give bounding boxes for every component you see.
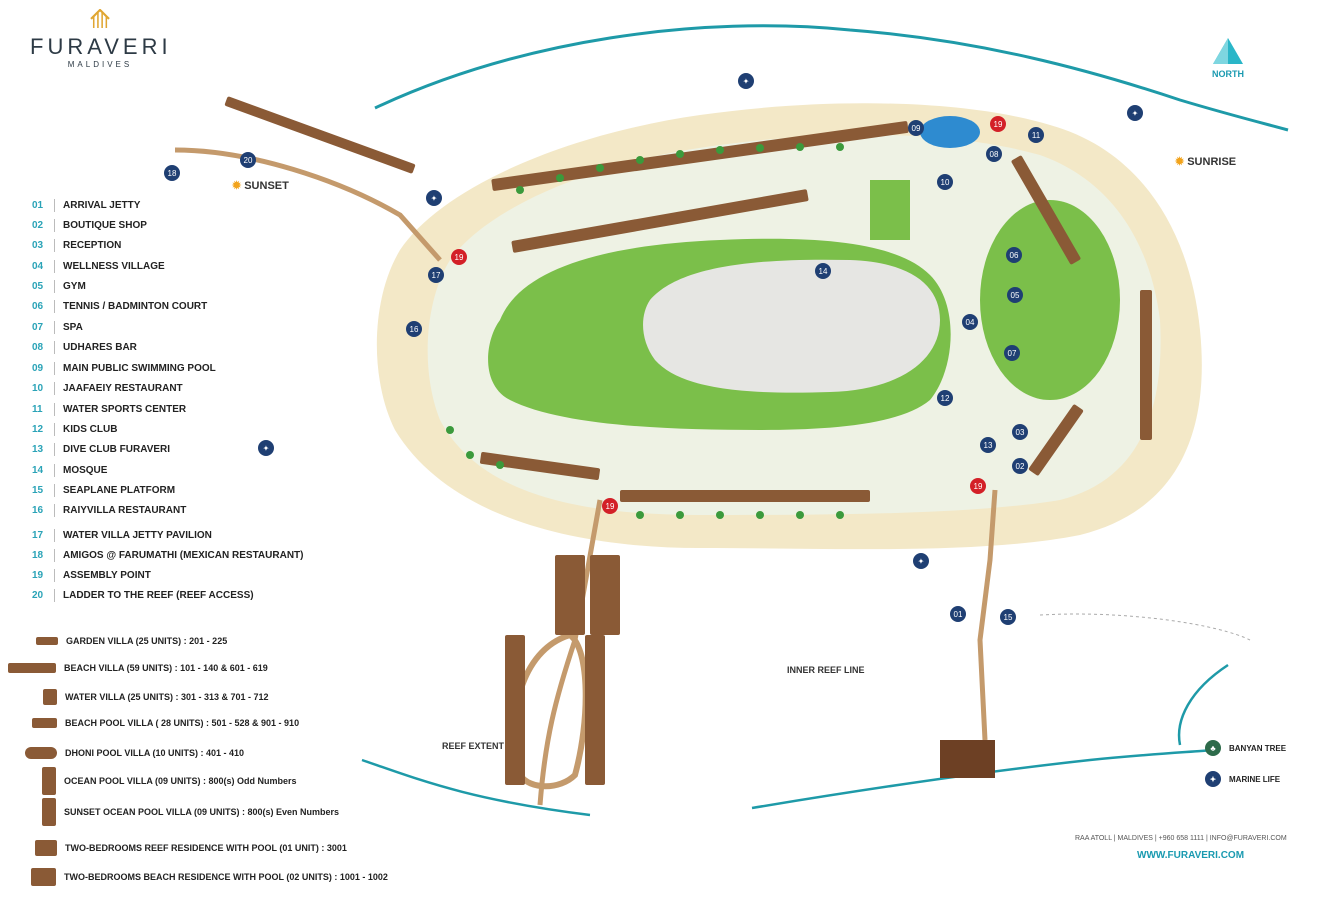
villa-block xyxy=(1011,155,1081,265)
website-link[interactable]: WWW.FURAVERI.COM xyxy=(1137,850,1245,861)
beach-pool-villa-icon xyxy=(32,718,57,728)
key-banyan-tree: ♣BANYAN TREE xyxy=(1205,740,1286,756)
north-compass: NORTH xyxy=(1206,38,1250,79)
reef-extent-label: REEF EXTENT xyxy=(442,741,505,751)
villa-legend-item[interactable]: WATER VILLA (25 UNITS) : 301 - 313 & 701… xyxy=(43,689,269,705)
brand-mark-icon: ⟰ xyxy=(89,4,111,34)
east-jetty xyxy=(977,489,998,741)
brand-name: FURAVERI xyxy=(30,34,172,59)
sunset-ocean-pool-villa-icon xyxy=(42,798,56,826)
brand-subtitle: MALDIVES xyxy=(67,60,133,69)
villa-block xyxy=(491,121,909,191)
north-lawn xyxy=(870,180,910,240)
inner-reef-label: INNER REEF LINE xyxy=(787,665,865,675)
key-marine-life: ✦MARINE LIFE xyxy=(1205,771,1280,787)
reef-residence-icon xyxy=(35,840,57,856)
sun-icon: ✹ xyxy=(232,180,242,192)
main-pool xyxy=(920,116,980,148)
brand-logo: ⟰ FURAVERI MALDIVES xyxy=(30,4,170,69)
seaplane-platform xyxy=(940,740,995,778)
villa-legend-item[interactable]: BEACH POOL VILLA ( 28 UNITS) : 501 - 528… xyxy=(32,718,299,728)
tree-row xyxy=(446,143,844,519)
beach-residence-icon xyxy=(31,868,56,886)
villa-block xyxy=(505,635,525,785)
villa-block xyxy=(511,189,809,253)
service-zone xyxy=(643,259,940,393)
outer-reef-line-north xyxy=(374,24,1289,132)
villa-legend-item[interactable]: OCEAN POOL VILLA (09 UNITS) : 800(s) Odd… xyxy=(42,767,297,795)
villa-block xyxy=(590,555,620,635)
villa-block xyxy=(480,451,600,481)
compass-arrow-icon xyxy=(1213,38,1243,64)
reef-line-east xyxy=(1177,663,1229,746)
villa-legend-item[interactable]: GARDEN VILLA (25 UNITS) : 201 - 225 xyxy=(36,636,227,646)
villa-legend-item[interactable]: DHONI POOL VILLA (10 UNITS) : 401 - 410 xyxy=(25,747,244,759)
garden-villa-icon xyxy=(36,637,58,645)
villa-blocks xyxy=(224,96,1152,785)
beach-villa-icon xyxy=(8,663,56,673)
sunrise-label: ✹SUNRISE xyxy=(1175,156,1237,168)
dhoni-pool-villa-icon xyxy=(25,747,57,759)
reef-line-south-west xyxy=(361,758,591,817)
villa-legend-item[interactable]: SUNSET OCEAN POOL VILLA (09 UNITS) : 800… xyxy=(42,798,339,826)
villa-block xyxy=(224,96,416,174)
north-west-jetty xyxy=(174,147,442,262)
villa-block xyxy=(555,555,585,635)
water-villa-icon xyxy=(43,689,57,705)
wellness-lawn xyxy=(980,200,1120,400)
villa-block xyxy=(1140,290,1152,440)
villa-block xyxy=(585,635,605,785)
sunset-label: ✹SUNSET xyxy=(232,180,289,192)
ocean-pool-villa-icon xyxy=(42,767,56,795)
north-label: NORTH xyxy=(1212,69,1244,79)
banyan-tree-icon: ♣ xyxy=(1205,740,1221,756)
reef-line-south-east xyxy=(751,748,1214,810)
inner-reef-line xyxy=(1039,613,1251,641)
water-villa-loop xyxy=(511,631,589,790)
south-jetty xyxy=(537,499,603,806)
villa-block xyxy=(1028,404,1084,476)
contact-info: RAA ATOLL | MALDIVES | +960 658 1111 | I… xyxy=(1075,835,1287,842)
villa-legend-item[interactable]: TWO-BEDROOMS BEACH RESIDENCE WITH POOL (… xyxy=(31,868,388,886)
villa-block xyxy=(620,490,870,502)
villa-legend-item[interactable]: TWO-BEDROOMS REEF RESIDENCE WITH POOL (0… xyxy=(35,840,347,856)
sun-icon: ✹ xyxy=(1175,156,1185,168)
villa-legend-item[interactable]: BEACH VILLA (59 UNITS) : 101 - 140 & 601… xyxy=(8,663,268,673)
marine-life-icon: ✦ xyxy=(1205,771,1221,787)
